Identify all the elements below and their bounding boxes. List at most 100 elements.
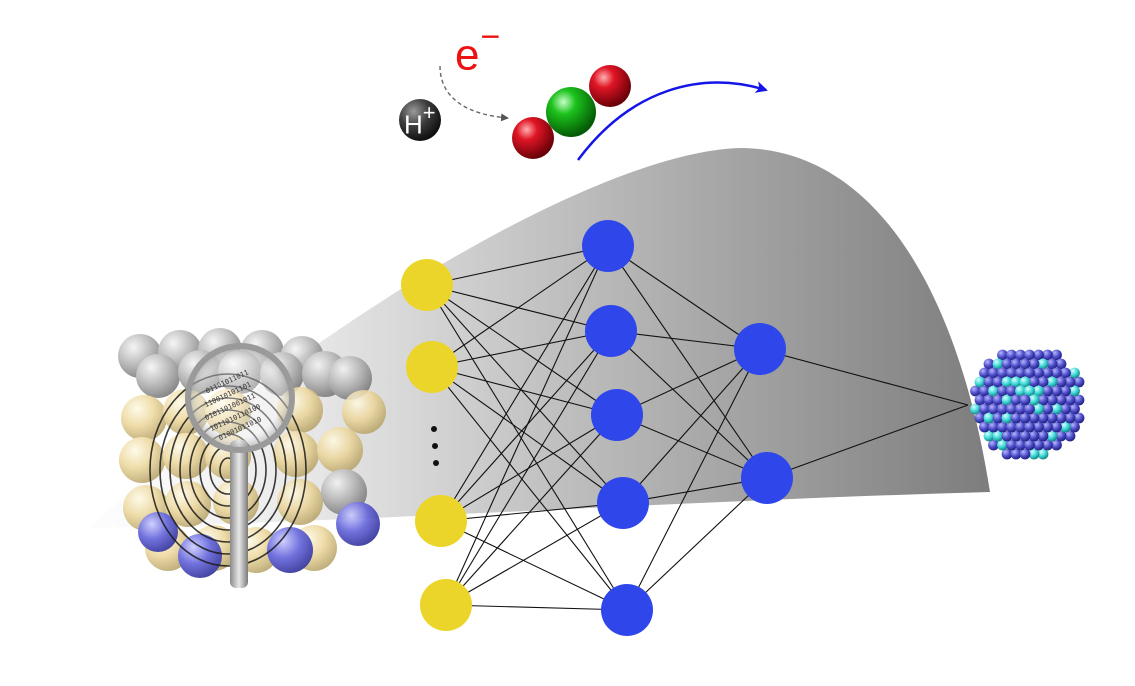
nanoparticle-atom xyxy=(1046,412,1058,424)
nanoparticle-atom xyxy=(1033,367,1044,379)
nanoparticle-atom xyxy=(1060,403,1071,415)
nanoparticle-atom xyxy=(1055,358,1067,370)
nanoparticle-atom xyxy=(1019,358,1031,370)
nanoparticle-atom xyxy=(1028,430,1040,442)
nanoparticle-atom xyxy=(1028,394,1040,406)
nanoparticle-atom xyxy=(1001,394,1013,406)
nanoparticle-atom xyxy=(1001,358,1013,370)
nanoparticle-atom xyxy=(983,376,995,388)
nanoparticle-atom xyxy=(1033,349,1044,361)
atom-red xyxy=(512,117,554,159)
nanoparticle-atom xyxy=(979,403,990,415)
nanoparticle-atom xyxy=(992,358,1004,370)
nanoparticle-atom xyxy=(1064,412,1076,424)
nanoparticle-atom xyxy=(992,376,1004,388)
nanoparticle-atom xyxy=(1015,403,1026,415)
ellipsis-dots xyxy=(431,426,439,466)
nanoparticle-atom xyxy=(1073,412,1085,424)
nanoparticle-atom xyxy=(1015,439,1026,451)
nanoparticle-atom xyxy=(1010,358,1022,370)
nanoparticle-atom xyxy=(1037,412,1049,424)
nanoparticle-atom xyxy=(992,394,1004,406)
nanoparticle-atom xyxy=(1006,367,1017,379)
nanoparticle-atom xyxy=(1006,421,1017,433)
nanoparticle-atom xyxy=(1006,349,1017,361)
nanoparticle-atom xyxy=(1024,403,1035,415)
nanoparticle-atom xyxy=(988,403,999,415)
nanoparticle-atom xyxy=(1060,367,1071,379)
nanoparticle-atom xyxy=(997,439,1008,451)
input-node xyxy=(406,341,458,393)
nanoparticle-atom xyxy=(983,358,995,370)
nanoparticle-atom xyxy=(1019,394,1031,406)
molecule xyxy=(512,65,631,159)
nanoparticle-atom xyxy=(988,367,999,379)
energy-barrier xyxy=(90,148,990,528)
nanoparticle-atom xyxy=(1024,349,1035,361)
nanoparticle-atom xyxy=(970,385,981,397)
nanoparticle-atom xyxy=(974,376,986,388)
nanoparticle-atom xyxy=(979,385,990,397)
nanoparticle-atom xyxy=(1024,439,1035,451)
nanoparticle-atom xyxy=(1064,394,1076,406)
nanoparticle-atom xyxy=(1010,376,1022,388)
reaction-arrow xyxy=(576,81,768,161)
hidden-node xyxy=(585,305,637,357)
nanoparticle-atom xyxy=(1042,439,1053,451)
nanoparticle-atom xyxy=(1033,403,1044,415)
proton-sphere xyxy=(399,99,441,141)
nanoparticle-atom xyxy=(1006,385,1017,397)
electron-label: e− xyxy=(455,18,501,80)
nanoparticle-atom xyxy=(1055,376,1067,388)
nanoparticle-atom xyxy=(1064,430,1076,442)
hidden-node xyxy=(734,323,786,375)
hidden-layer-1 xyxy=(582,220,653,636)
nanoparticle-atom xyxy=(1064,376,1076,388)
nanoparticle-atom xyxy=(997,367,1008,379)
hidden-layer-2 xyxy=(734,323,793,504)
nanoparticle-atom xyxy=(988,439,999,451)
nanoparticle-atom xyxy=(1060,421,1071,433)
nanoparticle-atom xyxy=(1015,421,1026,433)
nanoparticle-atom xyxy=(1046,394,1058,406)
nanoparticle-atom xyxy=(992,430,1004,442)
nanoparticle-atom xyxy=(1015,367,1026,379)
nanoparticle-atom xyxy=(1042,403,1053,415)
nanoparticle-atom xyxy=(1001,430,1013,442)
nanoparticle-atom xyxy=(1073,376,1085,388)
hidden-node xyxy=(601,584,653,636)
nanoparticle-atom xyxy=(1010,430,1022,442)
nanoparticle-atom xyxy=(1037,394,1049,406)
nanoparticle-atom xyxy=(992,412,1004,424)
nanoparticle-atom xyxy=(1024,421,1035,433)
nanoparticle-atom xyxy=(1073,394,1085,406)
nanoparticle-atom xyxy=(1028,412,1040,424)
nanoparticle-atom xyxy=(1037,358,1049,370)
nanoparticle-atom xyxy=(997,385,1008,397)
network-edges xyxy=(426,245,969,611)
nanoparticle-atom xyxy=(1001,412,1013,424)
input-node xyxy=(415,495,467,547)
nanoparticle-atom xyxy=(970,403,981,415)
nanoparticle-atom xyxy=(1024,385,1035,397)
nanoparticle-atom xyxy=(1060,385,1071,397)
nanoparticle-atom xyxy=(974,412,986,424)
nanoparticle-atom xyxy=(1069,367,1080,379)
proton-label: H+ xyxy=(404,100,436,140)
nanoparticle-atom xyxy=(979,367,990,379)
input-node xyxy=(420,579,472,631)
nanoparticle-atom xyxy=(1046,430,1058,442)
nanoparticle-atom xyxy=(974,394,986,406)
nanoparticle-atom xyxy=(1028,358,1040,370)
nanoparticle-atom xyxy=(1037,448,1049,460)
nanoparticle-atom xyxy=(1010,412,1022,424)
hidden-node xyxy=(741,452,793,504)
nanoparticle-atom xyxy=(1033,385,1044,397)
nanoparticle-atom xyxy=(1051,403,1062,415)
nanoparticle-atom xyxy=(983,430,995,442)
nanoparticle-atom xyxy=(1006,403,1017,415)
nanoparticle-atom xyxy=(1019,376,1031,388)
nanoparticle-icon xyxy=(970,349,1085,460)
hidden-node xyxy=(591,389,643,441)
